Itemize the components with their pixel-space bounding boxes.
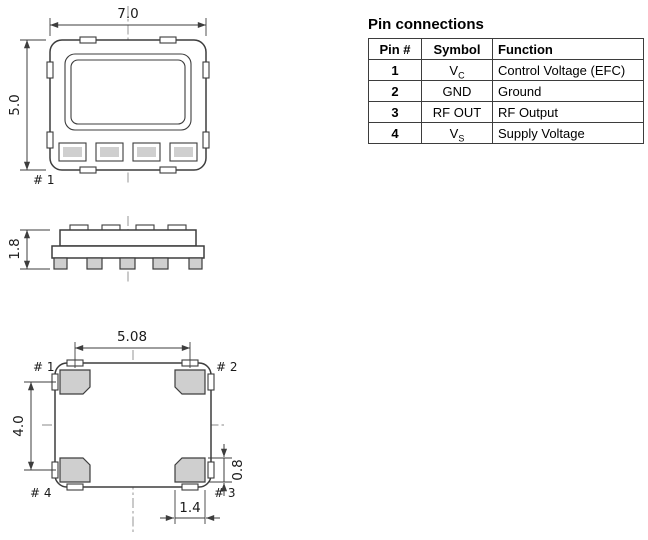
dimension-label-thickness: 1.8 <box>7 238 23 259</box>
side-view-pads <box>53 257 203 270</box>
castellation-notch <box>207 461 215 479</box>
header-pin-number: Pin # <box>368 38 422 60</box>
dimension-thickness-1-8: 1.8 <box>7 229 50 270</box>
top-view: 7.0 5.0 # 1 <box>7 6 210 187</box>
side-view-lid <box>59 229 197 247</box>
pin-symbol: GND <box>421 80 493 102</box>
pin-function: RF Output <box>492 101 644 123</box>
bottom-view-pads <box>59 369 206 483</box>
castellation-notch <box>202 61 210 79</box>
pad-pin1 <box>59 369 91 395</box>
castellation-notch <box>79 166 97 174</box>
pin-function: Ground <box>492 80 644 102</box>
package-drawing: 7.0 5.0 # 1 <box>7 6 246 534</box>
dimension-label-pad-width: 1.4 <box>179 500 200 516</box>
top-view-pin1-label: # 1 <box>33 173 55 187</box>
castellation-notch <box>159 36 177 44</box>
castellation-notch <box>207 373 215 391</box>
header-function: Function <box>492 38 644 60</box>
pad-fill <box>137 147 156 157</box>
dimension-pad-pitch-5-08: 5.08 <box>74 329 191 368</box>
castellation-notch <box>46 61 54 79</box>
pin-symbol: VC <box>421 59 493 81</box>
table-row: 3 RF OUT RF Output <box>368 101 644 123</box>
pin-symbol: VS <box>421 122 493 144</box>
dimension-pad-height-0-8: 0.8 <box>208 444 246 496</box>
table-header-row: Pin # Symbol Function <box>368 38 644 60</box>
pad-fill <box>174 147 193 157</box>
pad <box>86 257 103 270</box>
dimension-label-width: 7.0 <box>117 6 138 22</box>
pad-pin4 <box>59 457 91 483</box>
pad <box>188 257 203 270</box>
header-symbol: Symbol <box>421 38 493 60</box>
top-view-castellation-notches <box>46 36 210 174</box>
pin-function: Control Voltage (EFC) <box>492 59 644 81</box>
table-row: 2 GND Ground <box>368 80 644 102</box>
pin-number: 4 <box>368 122 422 144</box>
dimension-label-pad-height: 0.8 <box>230 459 246 480</box>
pin-number: 1 <box>368 59 422 81</box>
castellation-notch <box>66 483 84 491</box>
side-view-base <box>51 245 205 259</box>
pin-symbol: RF OUT <box>421 101 493 123</box>
dimension-pad-width-1-4: 1.4 <box>160 490 220 524</box>
pin-number: 2 <box>368 80 422 102</box>
pad <box>152 257 169 270</box>
dimension-height-4-0: 4.0 <box>11 381 56 471</box>
castellation-notch <box>181 483 199 491</box>
pad-fill <box>63 147 82 157</box>
table-row: 1 VC Control Voltage (EFC) <box>368 59 644 81</box>
castellation-notch <box>79 36 97 44</box>
pad-pin2 <box>174 369 206 395</box>
dimension-width-7-0: 7.0 <box>49 6 207 36</box>
top-view-lid-inner <box>70 59 186 125</box>
pin-number: 3 <box>368 101 422 123</box>
symbol-subscript: S <box>458 133 465 144</box>
symbol-text: V <box>449 62 459 78</box>
pin-connections-table: Pin # Symbol Function 1 VC Control Volta… <box>368 38 644 144</box>
top-view-pads <box>58 142 198 162</box>
castellation-notch <box>202 131 210 149</box>
pad <box>53 257 68 270</box>
castellation-notch <box>46 131 54 149</box>
bottom-view-pin3-label: # 3 <box>214 486 236 500</box>
pad-fill <box>100 147 119 157</box>
dimension-label-bottom-height: 4.0 <box>11 415 27 436</box>
pad <box>119 257 136 270</box>
bottom-view: 5.08 4.0 0.8 1.4 # 1 # 2 # 3 # 4 <box>11 329 246 534</box>
side-view: 1.8 <box>7 216 205 284</box>
dimension-height-5-0: 5.0 <box>7 39 46 171</box>
symbol-subscript: C <box>458 70 465 81</box>
bottom-view-pin2-label: # 2 <box>216 360 238 374</box>
symbol-text: V <box>449 125 459 141</box>
bottom-view-pin1-label: # 1 <box>33 360 55 374</box>
bottom-view-package-outline <box>54 362 212 488</box>
dimension-label-pad-pitch: 5.08 <box>117 329 147 345</box>
pin-function: Supply Voltage <box>492 122 644 144</box>
table-row: 4 VS Supply Voltage <box>368 122 644 144</box>
symbol-text: RF OUT <box>432 104 482 120</box>
bottom-view-pin4-label: # 4 <box>30 486 52 500</box>
pin-connections-title: Pin connections <box>368 16 484 33</box>
symbol-text: GND <box>442 83 472 99</box>
castellation-notch <box>159 166 177 174</box>
pin-connections-panel: Pin connections Pin # Symbol Function 1 … <box>368 16 644 144</box>
pad-pin3 <box>174 457 206 483</box>
dimension-label-height: 5.0 <box>7 94 23 115</box>
